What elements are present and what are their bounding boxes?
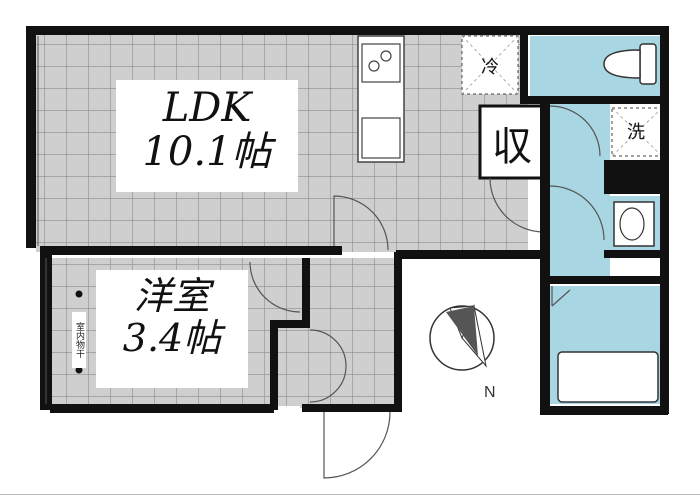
fridge-label: 冷: [481, 57, 499, 78]
ldk-name: LDK: [162, 85, 252, 131]
stove-burner: [380, 50, 392, 62]
ldk-size: 10.1帖: [142, 129, 272, 175]
shoe-cabinet-label: 室内物干: [72, 312, 86, 368]
washbasin-bowl: [619, 207, 645, 241]
door-swing: [333, 195, 389, 251]
washroom-area: [548, 100, 610, 280]
bathtub: [557, 351, 659, 403]
door-swing: [249, 261, 301, 313]
compass-needle-fill: [446, 306, 478, 356]
shoe-cabinet-marker: [75, 290, 83, 298]
washer-space: [611, 107, 663, 157]
entrance-door-swing: [323, 411, 391, 479]
page-bottom-line: [0, 494, 700, 495]
toilet-bowl: [603, 49, 641, 79]
yoshitsu-size: 3.4帖: [122, 315, 222, 360]
door-swing: [549, 105, 601, 157]
toilet-tank: [639, 43, 657, 85]
stove-burner: [368, 60, 380, 72]
yoshitsu-name: 洋室: [133, 274, 210, 318]
door-swing: [549, 185, 605, 241]
washer-label: 洗: [627, 122, 645, 143]
storage-label: 収: [484, 112, 540, 174]
compass: [429, 304, 495, 371]
ldk-label: LDK 10.1帖: [116, 80, 298, 192]
sink: [361, 117, 401, 159]
hall-floor: [300, 258, 398, 408]
yoshitsu-label: 洋室 3.4帖: [96, 270, 248, 388]
stove: [361, 43, 401, 83]
door-swing: [489, 177, 545, 233]
door-swing: [309, 365, 347, 403]
compass-north-label: N: [484, 384, 496, 401]
walls: [26, 26, 669, 415]
door-swing: [309, 329, 347, 367]
shoe-cabinet-marker: [75, 366, 83, 374]
